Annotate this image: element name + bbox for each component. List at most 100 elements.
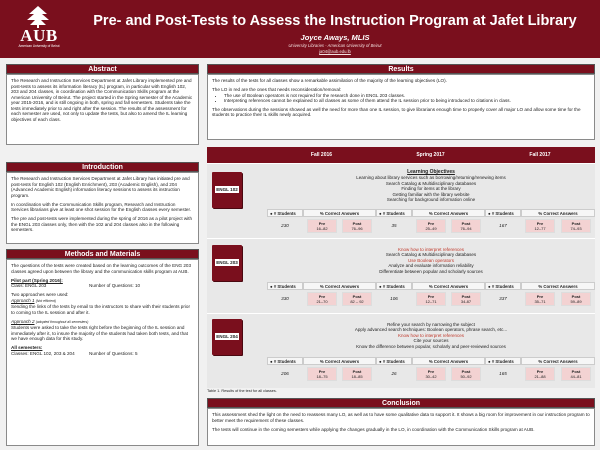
pre-label: Pre bbox=[427, 221, 435, 226]
approach2-text: Students were asked to take the tests ri… bbox=[11, 325, 188, 341]
semester-header: Fall 2016 bbox=[310, 152, 333, 158]
all-semesters-title: All semesters: bbox=[11, 345, 43, 350]
learning-objectives: Learning Objectives Learning about libra… bbox=[267, 169, 595, 202]
pre-label: Pre bbox=[318, 369, 326, 374]
course-name: ENGL 203 bbox=[215, 259, 239, 266]
correct-column-header: % Correct Answers bbox=[412, 282, 485, 290]
logo-text: AUB bbox=[20, 26, 58, 45]
objective-item: Differentiate between popular and schola… bbox=[379, 268, 483, 274]
person-icon: ● bbox=[379, 211, 382, 216]
objective-item: Analyze and evaluate information reliabi… bbox=[388, 263, 474, 269]
pre-range: 21–88 bbox=[534, 374, 546, 379]
objective-item: Learning about library services such as … bbox=[356, 175, 506, 181]
pre-label: Pre bbox=[536, 294, 544, 299]
students-column-header: ● # Students bbox=[267, 357, 303, 365]
course-block-engl-204: ENGL 204 Refine your search by narrowing… bbox=[207, 313, 595, 388]
book-icon: ENGL 203 bbox=[212, 245, 242, 281]
conclusion-paragraph-2: The tests will continue in the coming se… bbox=[212, 426, 535, 432]
pre-range: 21–70 bbox=[316, 299, 328, 304]
students-label: # Students bbox=[273, 284, 296, 289]
objective-item: Getting familiar with the library websit… bbox=[392, 191, 470, 197]
course-block-engl-102: ENGL 102 Learning Objectives Learning ab… bbox=[207, 163, 595, 238]
person-icon: ● bbox=[270, 211, 273, 216]
intro-paragraph-3: The pre and post-tests were implemented … bbox=[11, 216, 193, 232]
objective-item: Finding for items at the library bbox=[401, 186, 461, 192]
book-icon: ENGL 102 bbox=[212, 172, 242, 208]
book-icon: ENGL 204 bbox=[212, 319, 242, 355]
correct-column-header: % Correct Answers bbox=[412, 209, 485, 217]
post-label: Post bbox=[461, 294, 471, 299]
correct-column-header: % Correct Answers bbox=[521, 357, 595, 365]
objective-item: Use Boolean operators bbox=[407, 257, 455, 263]
approach1-note: (Not efficient) bbox=[35, 298, 56, 303]
correct-column-header: % Correct Answers bbox=[303, 209, 376, 217]
semester-header-row: Fall 2016 Spring 2017 Fall 2017 bbox=[207, 147, 595, 163]
post-range: 76–96 bbox=[351, 226, 363, 231]
pre-label: Pre bbox=[536, 221, 544, 226]
student-count: 230 bbox=[281, 223, 289, 228]
person-icon: ● bbox=[379, 359, 382, 364]
pre-range: 12–71 bbox=[425, 299, 437, 304]
post-range: 44–81 bbox=[570, 374, 582, 379]
students-column-header: ● # Students bbox=[485, 209, 521, 217]
approach2-label: Approach 2 bbox=[11, 318, 35, 324]
methods-panel: The questions of the tests were created … bbox=[6, 259, 199, 446]
approaches-intro: Two approaches were used: bbox=[11, 292, 69, 297]
pre-range: 30–42 bbox=[425, 374, 437, 379]
methods-heading: Methods and Materials bbox=[6, 249, 199, 259]
correct-column-header: % Correct Answers bbox=[521, 282, 595, 290]
person-icon: ● bbox=[270, 284, 273, 289]
conclusion-heading: Conclusion bbox=[207, 398, 595, 408]
all-classes: Classes: ENGL 102, 203 & 204 bbox=[11, 350, 75, 356]
correct-column-header: % Correct Answers bbox=[303, 282, 376, 290]
student-count: 206 bbox=[281, 371, 289, 376]
students-column-header: ● # Students bbox=[485, 357, 521, 365]
intro-paragraph-1: The Research and Instruction Services De… bbox=[11, 176, 190, 198]
pre-range: 25–49 bbox=[425, 226, 437, 231]
post-label: Post bbox=[571, 221, 581, 226]
students-column-header: ● # Students bbox=[267, 209, 303, 217]
pre-label: Pre bbox=[318, 294, 326, 299]
post-range: 50–92 bbox=[460, 374, 472, 379]
author-email-link[interactable]: ja04@aub.edu.lb bbox=[319, 49, 351, 54]
students-label: # Students bbox=[491, 211, 514, 216]
post-range: 34-87 bbox=[460, 299, 472, 304]
students-column-header: ● # Students bbox=[267, 282, 303, 290]
semester-header: Fall 2017 bbox=[529, 152, 551, 158]
results-bullet-list: The use of Boolean operators is not requ… bbox=[224, 93, 590, 104]
students-label: # Students bbox=[273, 211, 296, 216]
header-banner: AUB American University of Beirut Pre- a… bbox=[0, 0, 600, 58]
poster-author: Joyce Aways, MLIS bbox=[300, 33, 370, 42]
post-label: Post bbox=[461, 221, 471, 226]
objective-item: Know how to interpret references bbox=[397, 332, 465, 338]
post-range: 74–93 bbox=[570, 226, 582, 231]
student-count: 26 bbox=[391, 371, 397, 376]
student-count: 35 bbox=[391, 223, 397, 228]
objective-item: Apply advanced search techniques: Boolea… bbox=[354, 327, 508, 333]
results-bullet: Interpreting references cannot be explai… bbox=[224, 98, 590, 104]
stats-row-spacer bbox=[207, 209, 267, 217]
pre-range: 35–71 bbox=[534, 299, 546, 304]
pre-range: 18–75 bbox=[316, 374, 328, 379]
cedar-icon bbox=[27, 6, 49, 28]
pre-range: 16–82 bbox=[316, 226, 328, 231]
students-label: # Students bbox=[382, 359, 405, 364]
objective-item: Refine your search by narrowing the subj… bbox=[387, 322, 475, 327]
students-label: # Students bbox=[382, 211, 405, 216]
semester-header: Spring 2017 bbox=[416, 152, 445, 158]
